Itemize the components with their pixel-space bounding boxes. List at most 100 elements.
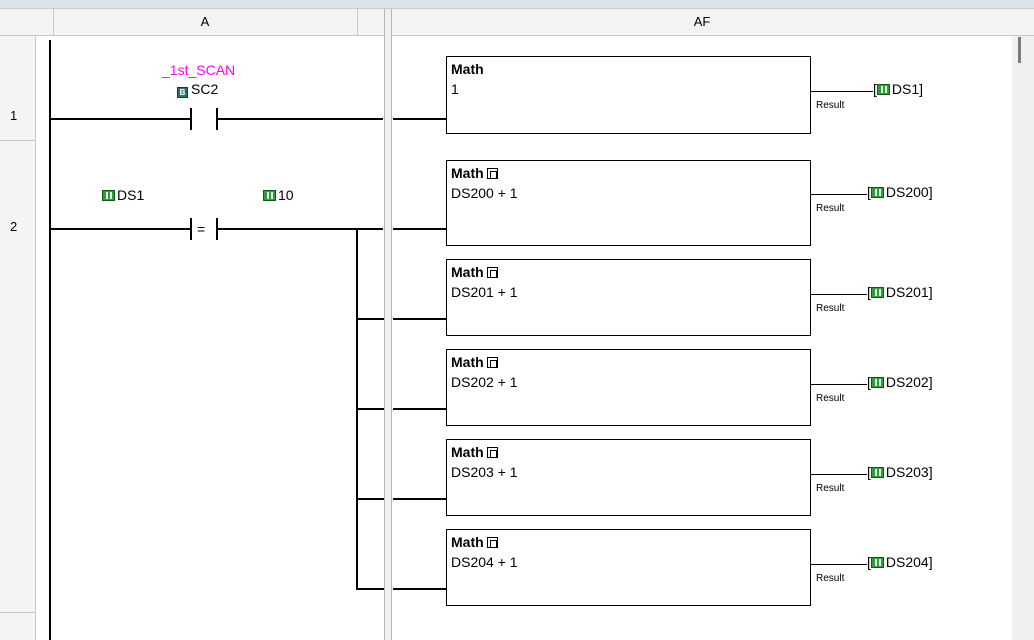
corner-header [0,9,53,36]
result-label: Result [816,203,845,214]
rung-wire [50,118,190,120]
output-address: DS201 [885,284,929,300]
compare-contact-equal[interactable]: = [190,218,218,240]
output-address: DS1 [891,81,920,97]
math-block-ds203[interactable]: Math DS203 + 1 [446,439,811,516]
scrollbar-thumb[interactable] [1018,37,1021,63]
math-block-ds200[interactable]: Math DS200 + 1 [446,160,811,246]
math-title: Math [451,354,498,370]
register-address-icon [876,84,890,95]
branch-wire [357,408,384,410]
math-block-ds202[interactable]: Math DS202 + 1 [446,349,811,426]
rung-wire [393,118,446,120]
vertical-scrollbar[interactable] [1012,36,1034,640]
row-divider [0,140,36,141]
output-address: DS200 [885,184,929,200]
result-label: Result [816,100,845,111]
contact-nickname: _1st_SCAN [162,62,236,78]
output-coil-ds204[interactable]: [DS204] [867,554,933,570]
rung-wire [218,228,383,230]
rung-wire [393,408,446,410]
row-divider [0,612,36,613]
row-number-2[interactable]: 2 [10,219,18,234]
register-address-icon [870,557,884,568]
result-label: Result [816,303,845,314]
output-wire [811,564,867,565]
math-expression: DS200 + 1 [451,185,518,201]
one-shot-pulse-icon [486,168,498,179]
column-split-bar[interactable] [384,9,392,640]
output-coil-ds200[interactable]: [DS200] [867,184,933,200]
math-title: Math [451,444,498,460]
compare-operator: = [197,221,206,237]
output-address: DS202 [885,374,929,390]
column-header-a[interactable]: A [53,9,357,36]
bit-address-icon: B [177,87,188,98]
rung-wire [50,228,190,230]
compare-left-label: DS1 [117,187,145,203]
math-block-ds201[interactable]: Math DS201 + 1 [446,259,811,336]
compare-right-operand: 10 [263,187,294,203]
register-address-icon [870,187,884,198]
rung-wire [218,118,383,120]
math-expression: DS203 + 1 [451,464,518,480]
header-divider [53,9,54,36]
output-wire [811,91,873,92]
rung-wire [393,498,446,500]
one-shot-pulse-icon [486,447,498,458]
branch-wire [357,498,384,500]
column-header-af[interactable]: AF [392,9,1012,36]
math-title-text: Math [451,444,484,460]
header-divider [357,9,358,36]
rung-wire [393,588,446,590]
math-title-text: Math [451,534,484,550]
compare-left-operand: DS1 [102,187,144,203]
column-header-end [1012,9,1034,36]
contact-bar-left [190,108,192,130]
one-shot-pulse-icon [486,537,498,548]
rung-wire [393,228,446,230]
no-contact-sc2[interactable] [190,108,218,130]
math-title: Math [451,165,498,181]
branch-wire [357,318,384,320]
rung-wire [393,318,446,320]
math-title: Math [451,264,498,280]
math-expression: 1 [451,81,459,97]
branch-wire [357,588,384,590]
contact-bar-right [216,108,218,130]
contact-address-label: SC2 [191,81,219,97]
result-label: Result [816,573,845,584]
math-block-ds204[interactable]: Math DS204 + 1 [446,529,811,606]
register-address-icon [870,467,884,478]
one-shot-pulse-icon [486,267,498,278]
output-coil-ds203[interactable]: [DS203] [867,464,933,480]
contact-bar-left [190,218,192,240]
math-title-text: Math [451,264,484,280]
register-address-icon [870,287,884,298]
output-coil-ds1[interactable]: [DS1] [873,81,924,97]
output-address: DS203 [885,464,929,480]
output-coil-ds202[interactable]: [DS202] [867,374,933,390]
one-shot-pulse-icon [486,357,498,368]
math-expression: DS201 + 1 [451,284,518,300]
register-address-icon [263,190,276,201]
math-title-text: Math [451,165,484,181]
compare-right-label: 10 [278,187,294,203]
row-header-column: 1 2 [0,36,36,640]
math-block-rung1[interactable]: Math 1 [446,56,811,134]
output-wire [811,294,867,295]
output-wire [811,194,867,195]
math-expression: DS204 + 1 [451,554,518,570]
output-address: DS204 [885,554,929,570]
window-top-strip [0,0,1034,9]
output-coil-ds201[interactable]: [DS201] [867,284,933,300]
math-title-text: Math [451,354,484,370]
row-number-1[interactable]: 1 [10,108,18,123]
register-address-icon [870,377,884,388]
column-header-spacer [357,9,384,36]
output-wire [811,474,867,475]
contact-bar-right [216,218,218,240]
left-power-rail [49,40,51,640]
math-expression: DS202 + 1 [451,374,518,390]
